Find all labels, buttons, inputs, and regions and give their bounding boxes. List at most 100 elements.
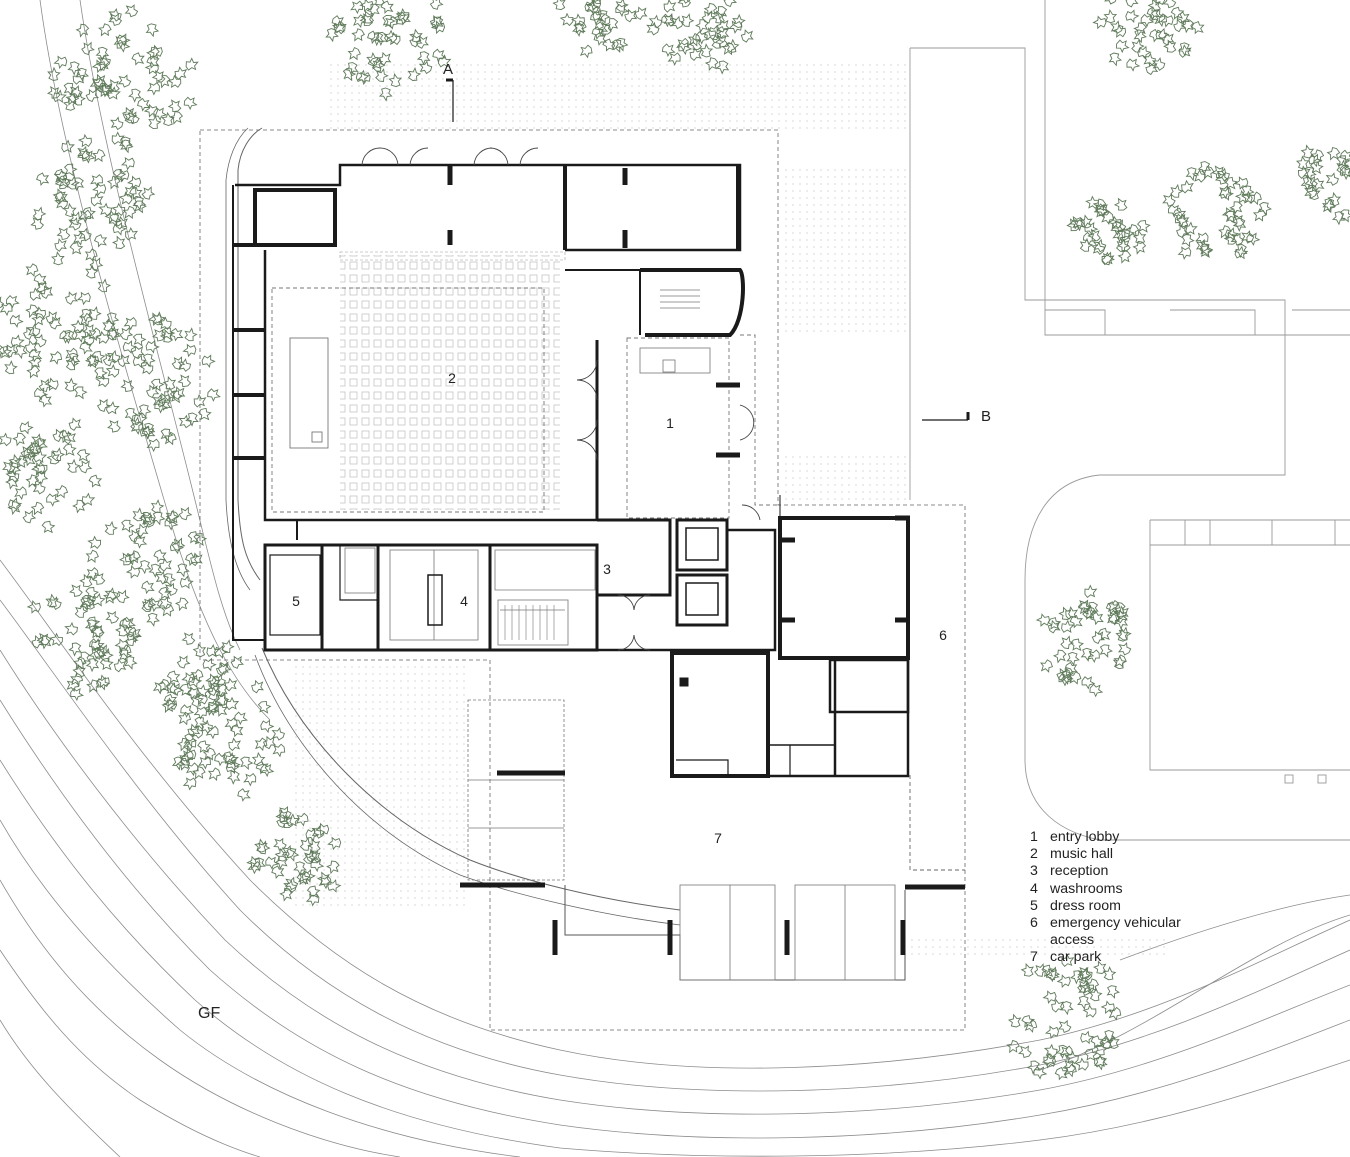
tree-leaf [183,410,201,428]
tree-leaf [67,640,84,657]
tree-leaf [1110,225,1129,244]
tree-leaf [1129,38,1146,54]
tree-leaf [61,201,79,220]
tree-leaf [250,750,268,769]
tree-leaf [71,383,89,402]
tree-leaf [1134,217,1152,235]
room-numbers: 1 2 3 4 5 6 7 [292,370,947,846]
tree-leaf [1146,6,1161,21]
tree-leaf [83,564,102,583]
tree-leaf [1146,0,1165,15]
tree-leaf [1082,220,1099,237]
tree-leaf [171,537,186,552]
tree-leaf [348,0,366,16]
tree-leaf [143,20,161,39]
tree-leaf [1142,53,1157,67]
tree-leaf [1139,12,1155,28]
tree-leaf [646,21,660,36]
tree-leaf [1044,1044,1059,1058]
tree-leaf [32,481,46,495]
tree-leaf [33,272,48,287]
tree-leaf [1161,37,1180,56]
legend-number: 6 [1030,915,1038,932]
tree-leaf [141,186,155,200]
tree-leaf [1082,1046,1099,1064]
legend-text: washrooms [1050,880,1123,897]
tree-leaf [241,770,260,788]
tree-leaf [694,17,710,33]
tree-leaf [196,405,213,423]
tree-leaf [52,52,70,71]
tree-leaf [1058,618,1077,637]
tree-leaf [206,766,223,783]
tree-leaf [169,754,188,772]
tree-leaf [82,246,100,264]
tree-leaf [1161,192,1177,209]
tree-leaf [49,250,67,268]
tree-leaf [1110,20,1124,34]
tree-leaf [7,312,25,329]
tree-leaf [704,2,718,17]
tree-leaf [162,430,178,447]
tree-leaf [1118,249,1132,264]
tree-leaf [45,66,63,84]
tree-leaf [65,458,82,475]
tree-leaf [5,495,24,514]
tree-leaf [229,654,245,670]
tree-leaf [722,0,738,8]
tree-leaf [1059,635,1074,650]
tree-leaf [1176,42,1194,61]
tree-leaf [1006,1012,1025,1031]
tree-leaf [171,356,186,370]
tree-leaf [75,288,94,307]
tree-leaf [175,597,189,611]
tree-leaf [130,330,148,349]
tree-leaf [75,22,90,38]
tree-leaf [1006,1039,1021,1054]
tree-leaf [1112,195,1131,214]
tree-leaf [47,348,65,367]
room-number-2: 2 [448,370,456,386]
legend-number: 2 [1030,846,1038,863]
tree-leaf [1056,1018,1073,1035]
tree-leaf [130,507,147,524]
tree-leaf [82,584,101,602]
tree-leaf [0,432,12,447]
room-number-7: 7 [714,830,722,846]
tree-leaf [181,341,199,359]
tree-leaf [182,95,198,111]
tree-leaf [31,312,45,327]
tree-leaf [84,87,100,103]
tree-leaf [91,364,110,383]
tree-leaf [1103,0,1119,6]
tree-leaf [252,837,271,855]
tree-leaf [88,191,106,209]
tree-leaf [196,753,214,771]
tree-leaf [1114,38,1130,54]
tree-leaf [1063,649,1082,668]
tree-leaf [143,610,162,628]
tree-leaf [68,671,85,688]
tree-leaf [160,602,175,618]
tree-leaf [1330,208,1348,227]
tree-leaf [93,233,109,249]
tree-leaf [203,642,222,661]
tree-leaf [97,22,113,37]
tree-leaf [225,736,244,754]
tree-leaf [116,73,133,89]
legend-text: dress room [1050,897,1121,914]
tree-leaf [75,649,92,666]
tree-leaf [270,864,286,880]
tree-leaf [1178,178,1196,196]
paving-areas [295,60,1165,955]
tree-leaf [346,46,362,62]
tree-leaf [0,343,7,360]
tree-leaf [182,327,199,343]
tree-leaf [1041,987,1060,1006]
tree-leaf [200,656,218,674]
tree-leaf [249,678,266,695]
